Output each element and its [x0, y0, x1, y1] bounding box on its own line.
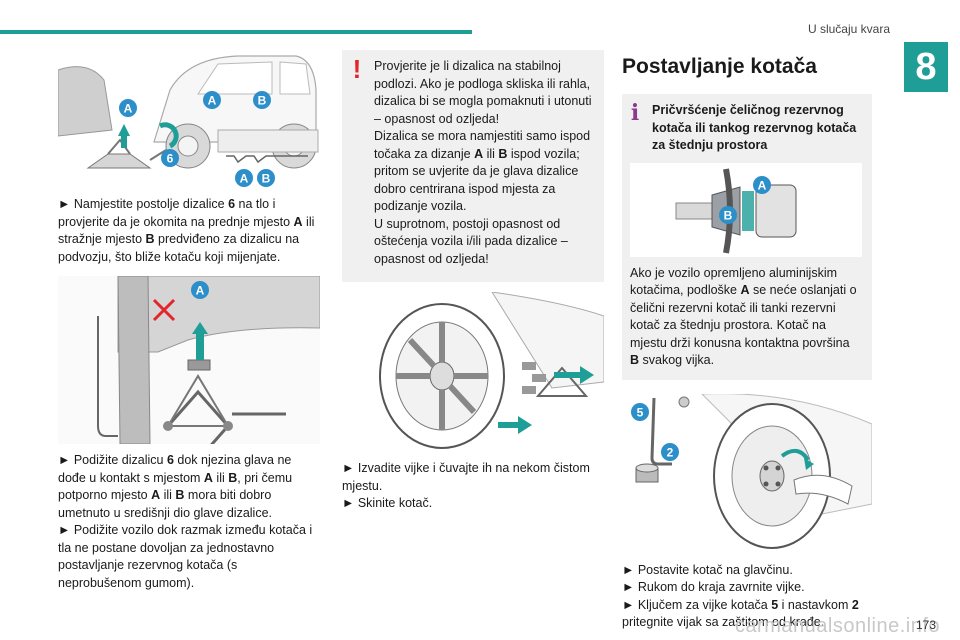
- watermark: carmanualsonline.info: [734, 615, 940, 637]
- callout-b: B: [262, 172, 271, 186]
- instruction-remove-wheel: ► Skinite kotač.: [342, 496, 433, 510]
- callout-b: B: [724, 208, 733, 222]
- callout-a: A: [240, 172, 249, 186]
- instruction-raise-vehicle: ► Podižite vozilo dok razmak između kota…: [58, 523, 313, 590]
- info-title: Pričvršćenje čeličnog rezervnog kotača i…: [652, 103, 857, 152]
- column-3: Postavljanje kotača i Pričvršćenje čelič…: [622, 50, 872, 632]
- warning-box: ! Provjerite je li dizalica na stabilnoj…: [342, 50, 604, 282]
- callout-a: A: [208, 94, 217, 108]
- info-icon: i: [630, 100, 640, 126]
- instruction-position-jack: ► Namjestite postolje dizalice 6 na tlo …: [58, 197, 315, 264]
- page-number: 173: [915, 618, 936, 632]
- callout-b: B: [258, 94, 267, 108]
- warning-icon: !: [352, 54, 362, 84]
- header-accent-bar: [0, 30, 472, 34]
- column-2: ! Provjerite je li dizalica na stabilnoj…: [342, 50, 604, 513]
- info-box: i Pričvršćenje čeličnog rezervnog kotača…: [622, 94, 872, 380]
- callout-a: A: [124, 102, 133, 116]
- callout-a: A: [196, 284, 205, 298]
- warning-text: Provjerite je li dizalica na stabilnoj p…: [374, 59, 592, 266]
- callout-6: 6: [167, 152, 174, 166]
- info-text: Ako je vozilo opremljeno aluminijskim ko…: [630, 265, 857, 368]
- wheel-removal-figure: [342, 292, 604, 452]
- callout-a: A: [758, 178, 767, 192]
- jack-points-figure: A A B 6 A B: [58, 50, 320, 188]
- column-1: A A B 6 A B ► Namjestite postolje dizali…: [58, 50, 320, 592]
- chapter-title: U slučaju kvara: [807, 22, 890, 36]
- instruction-tighten-antitheft: ► Ključem za vijke kotača 5 i nastavkom …: [622, 597, 859, 630]
- instruction-raise-jack: ► Podižite dizalicu 6 dok njezina glava …: [58, 453, 293, 520]
- bolt-washer-figure: A B: [630, 162, 862, 257]
- callout-2: 2: [667, 445, 674, 459]
- wheel-fitting-figure: 5 2: [622, 393, 872, 554]
- chapter-number-badge: 8: [904, 42, 948, 92]
- jack-lifting-figure: A: [58, 276, 320, 444]
- instruction-hand-tighten: ► Rukom do kraja zavrnite vijke.: [622, 580, 805, 594]
- instruction-remove-bolts: ► Izvadite vijke i čuvajte ih na nekom č…: [342, 461, 590, 493]
- section-title: Postavljanje kotača: [622, 55, 817, 78]
- callout-5: 5: [637, 405, 644, 419]
- instruction-fit-wheel: ► Postavite kotač na glavčinu.: [622, 562, 793, 577]
